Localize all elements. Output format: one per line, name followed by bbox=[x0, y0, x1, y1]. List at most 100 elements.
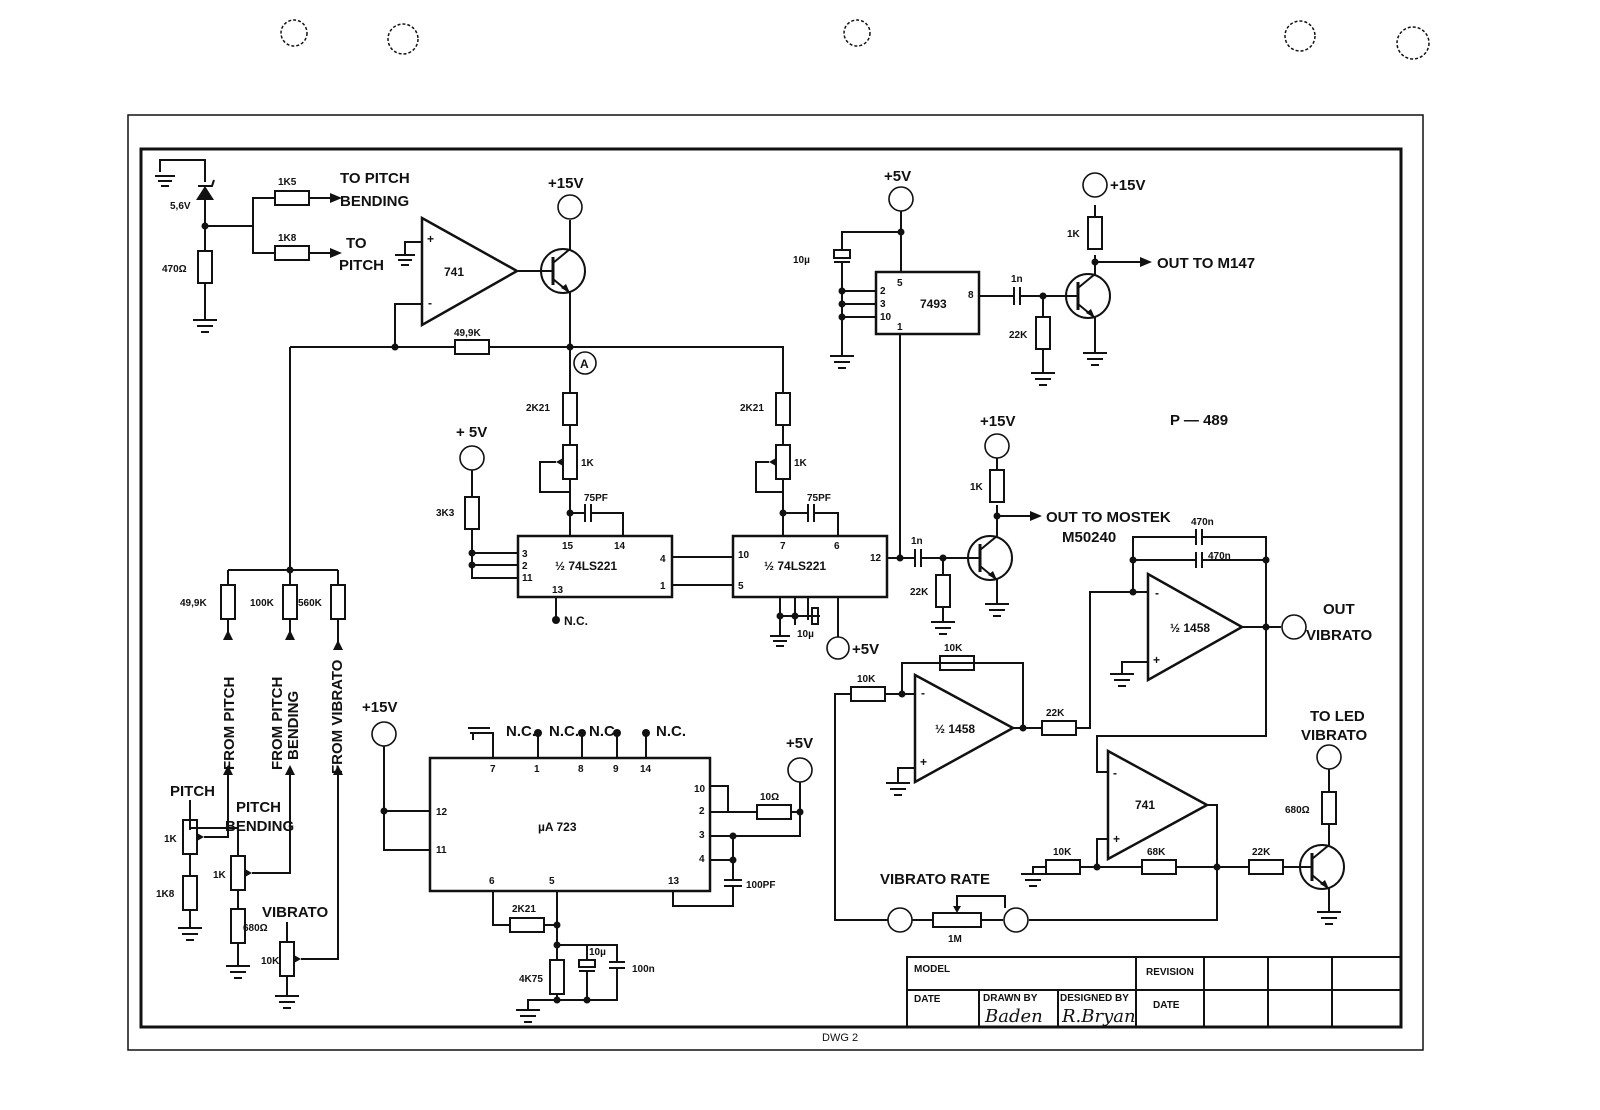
pot-bend-label: 1K bbox=[213, 870, 227, 881]
plus5-label-1: + 5V bbox=[456, 424, 487, 441]
r22k-c-label: 22K bbox=[1046, 708, 1065, 719]
designed-by-label: DESIGNED BY bbox=[1060, 993, 1129, 1004]
r680-led-label: 680Ω bbox=[1285, 805, 1310, 816]
r49-9k-label: 49,9K bbox=[180, 598, 207, 609]
vibrato-oscillator: ½ 1458 - + 470n 470n OUT VIBRATO ½ 1458 … bbox=[834, 517, 1372, 945]
svg-text:7: 7 bbox=[780, 541, 786, 552]
svg-text:15: 15 bbox=[562, 541, 574, 552]
svg-text:11: 11 bbox=[522, 573, 533, 584]
nc-label-3: N.C. bbox=[589, 723, 619, 740]
svg-text:8: 8 bbox=[578, 764, 584, 775]
svg-text:-: - bbox=[428, 296, 432, 310]
pot-vib-label: 10K bbox=[261, 956, 280, 967]
opamp-741-current-source: 741 + - +15V 49,9K A bbox=[290, 175, 783, 375]
r1k-mid-label: 1K bbox=[970, 482, 984, 493]
model-label: MODEL bbox=[914, 964, 950, 975]
inner-frame bbox=[139, 147, 1403, 1029]
r68k-label: 68K bbox=[1147, 847, 1166, 858]
plus15-label-4: +15V bbox=[362, 699, 397, 716]
plus5-label-3: +5V bbox=[786, 735, 813, 752]
plus5-top-label: +5V bbox=[884, 168, 911, 185]
r100k-label: 100K bbox=[250, 598, 275, 609]
svg-text:1: 1 bbox=[534, 764, 540, 775]
nc-label-1: N.C. bbox=[506, 723, 536, 740]
svg-text:14: 14 bbox=[640, 764, 652, 775]
outer-frame bbox=[127, 114, 1424, 1051]
drawn-signature: Baden bbox=[984, 1006, 1043, 1027]
svg-text:5: 5 bbox=[738, 581, 744, 592]
drawn-by-label: DRAWN BY bbox=[983, 993, 1038, 1004]
c1n-b-label: 1n bbox=[911, 536, 923, 547]
svg-text:2: 2 bbox=[522, 561, 528, 572]
to-led-label-2: VIBRATO bbox=[1301, 727, 1367, 744]
to-pitch-label: TO bbox=[346, 235, 367, 252]
punch-holes bbox=[280, 19, 1430, 60]
out-m147-label: OUT TO M147 bbox=[1157, 255, 1255, 272]
svg-text:+: + bbox=[427, 232, 434, 246]
c1n-a-label: 1n bbox=[1011, 274, 1023, 285]
divider-7493-section: +5V 10µ 7493 5 2 3 10 1 8 1n 22K bbox=[793, 168, 1255, 558]
svg-text:10: 10 bbox=[694, 784, 706, 795]
node-a-label: A bbox=[580, 357, 589, 371]
r1k5-label: 1K5 bbox=[278, 177, 297, 188]
drawing-number: DWG 2 bbox=[822, 1032, 858, 1044]
r4k75-label: 4K75 bbox=[519, 974, 543, 985]
regulator-723-section: +15V µA 723 7 1 8 9 14 12 11 10 2 3 4 13… bbox=[362, 699, 813, 1023]
pot1k-a-label: 1K bbox=[581, 458, 595, 469]
nc-label-2: N.C. bbox=[549, 723, 579, 740]
pitch-bending-label-2: BENDING bbox=[225, 818, 294, 835]
r2k21-c-label: 2K21 bbox=[512, 904, 536, 915]
svg-text:4: 4 bbox=[699, 854, 705, 865]
r22k-a-label: 22K bbox=[1009, 330, 1028, 341]
r1k-top-label: 1K bbox=[1067, 229, 1081, 240]
pot-1m-label: 1M bbox=[948, 934, 962, 945]
c470n-a-label: 470n bbox=[1191, 517, 1214, 528]
c75pf-a-label: 75PF bbox=[584, 493, 608, 504]
nc-label-221: N.C. bbox=[564, 614, 588, 628]
svg-text:3: 3 bbox=[880, 299, 886, 310]
opamp-741-b-label: 741 bbox=[1135, 798, 1155, 812]
from-vibrato-label: FROM VIBRATO bbox=[329, 659, 346, 774]
r2k21-b-label: 2K21 bbox=[740, 403, 764, 414]
r10k-in-label: 10K bbox=[857, 674, 876, 685]
svg-text:14: 14 bbox=[614, 541, 626, 552]
svg-text:+: + bbox=[1153, 653, 1160, 667]
r22k-b-label: 22K bbox=[910, 587, 929, 598]
mostek-output-section: 1n 22K +15V 1K OUT TO MOSTEK M50240 bbox=[887, 413, 1171, 635]
revision-label: REVISION bbox=[1146, 967, 1194, 978]
from-pitch-bending-label: FROM PITCH bbox=[269, 677, 286, 770]
svg-text:3: 3 bbox=[699, 830, 705, 841]
svg-text:2: 2 bbox=[880, 286, 886, 297]
nc-label-4: N.C. bbox=[656, 723, 686, 740]
c100pf-label: 100PF bbox=[746, 880, 775, 891]
r10k-b-label: 10K bbox=[1053, 847, 1072, 858]
r10k-fb-label: 10K bbox=[944, 643, 963, 654]
from-pitch-label: FROM PITCH bbox=[221, 677, 238, 770]
r3k3-label: 3K3 bbox=[436, 508, 455, 519]
opamp-741-label: 741 bbox=[444, 265, 464, 279]
r2k21-a-label: 2K21 bbox=[526, 403, 550, 414]
svg-text:6: 6 bbox=[489, 876, 495, 887]
svg-text:1: 1 bbox=[660, 581, 666, 592]
ic-221a-label: ½ 74LS221 bbox=[555, 559, 617, 573]
ic-1458-a-label: ½ 1458 bbox=[1170, 621, 1210, 635]
svg-text:2: 2 bbox=[699, 806, 705, 817]
date-label: DATE bbox=[914, 994, 941, 1005]
out-mostek-label-2: M50240 bbox=[1062, 529, 1116, 546]
r560k-label: 560K bbox=[298, 598, 323, 609]
svg-text:8: 8 bbox=[968, 290, 974, 301]
out-vibrato-label: OUT bbox=[1323, 601, 1355, 618]
svg-text:9: 9 bbox=[613, 764, 619, 775]
c10u-bottom-label: 10µ bbox=[797, 629, 814, 640]
date2-label: DATE bbox=[1153, 1000, 1180, 1011]
r680-bend-label: 680Ω bbox=[243, 923, 268, 934]
svg-text:7: 7 bbox=[490, 764, 496, 775]
pitch-label: PITCH bbox=[170, 783, 215, 800]
r1k8-label: 1K8 bbox=[278, 233, 297, 244]
ic-1458-b-label: ½ 1458 bbox=[935, 722, 975, 736]
c75pf-b-label: 75PF bbox=[807, 493, 831, 504]
svg-text:10: 10 bbox=[880, 312, 892, 323]
zener-label: 5,6V bbox=[170, 201, 191, 212]
svg-text:-: - bbox=[921, 686, 925, 700]
r1k8-b-label: 1K8 bbox=[156, 889, 175, 900]
